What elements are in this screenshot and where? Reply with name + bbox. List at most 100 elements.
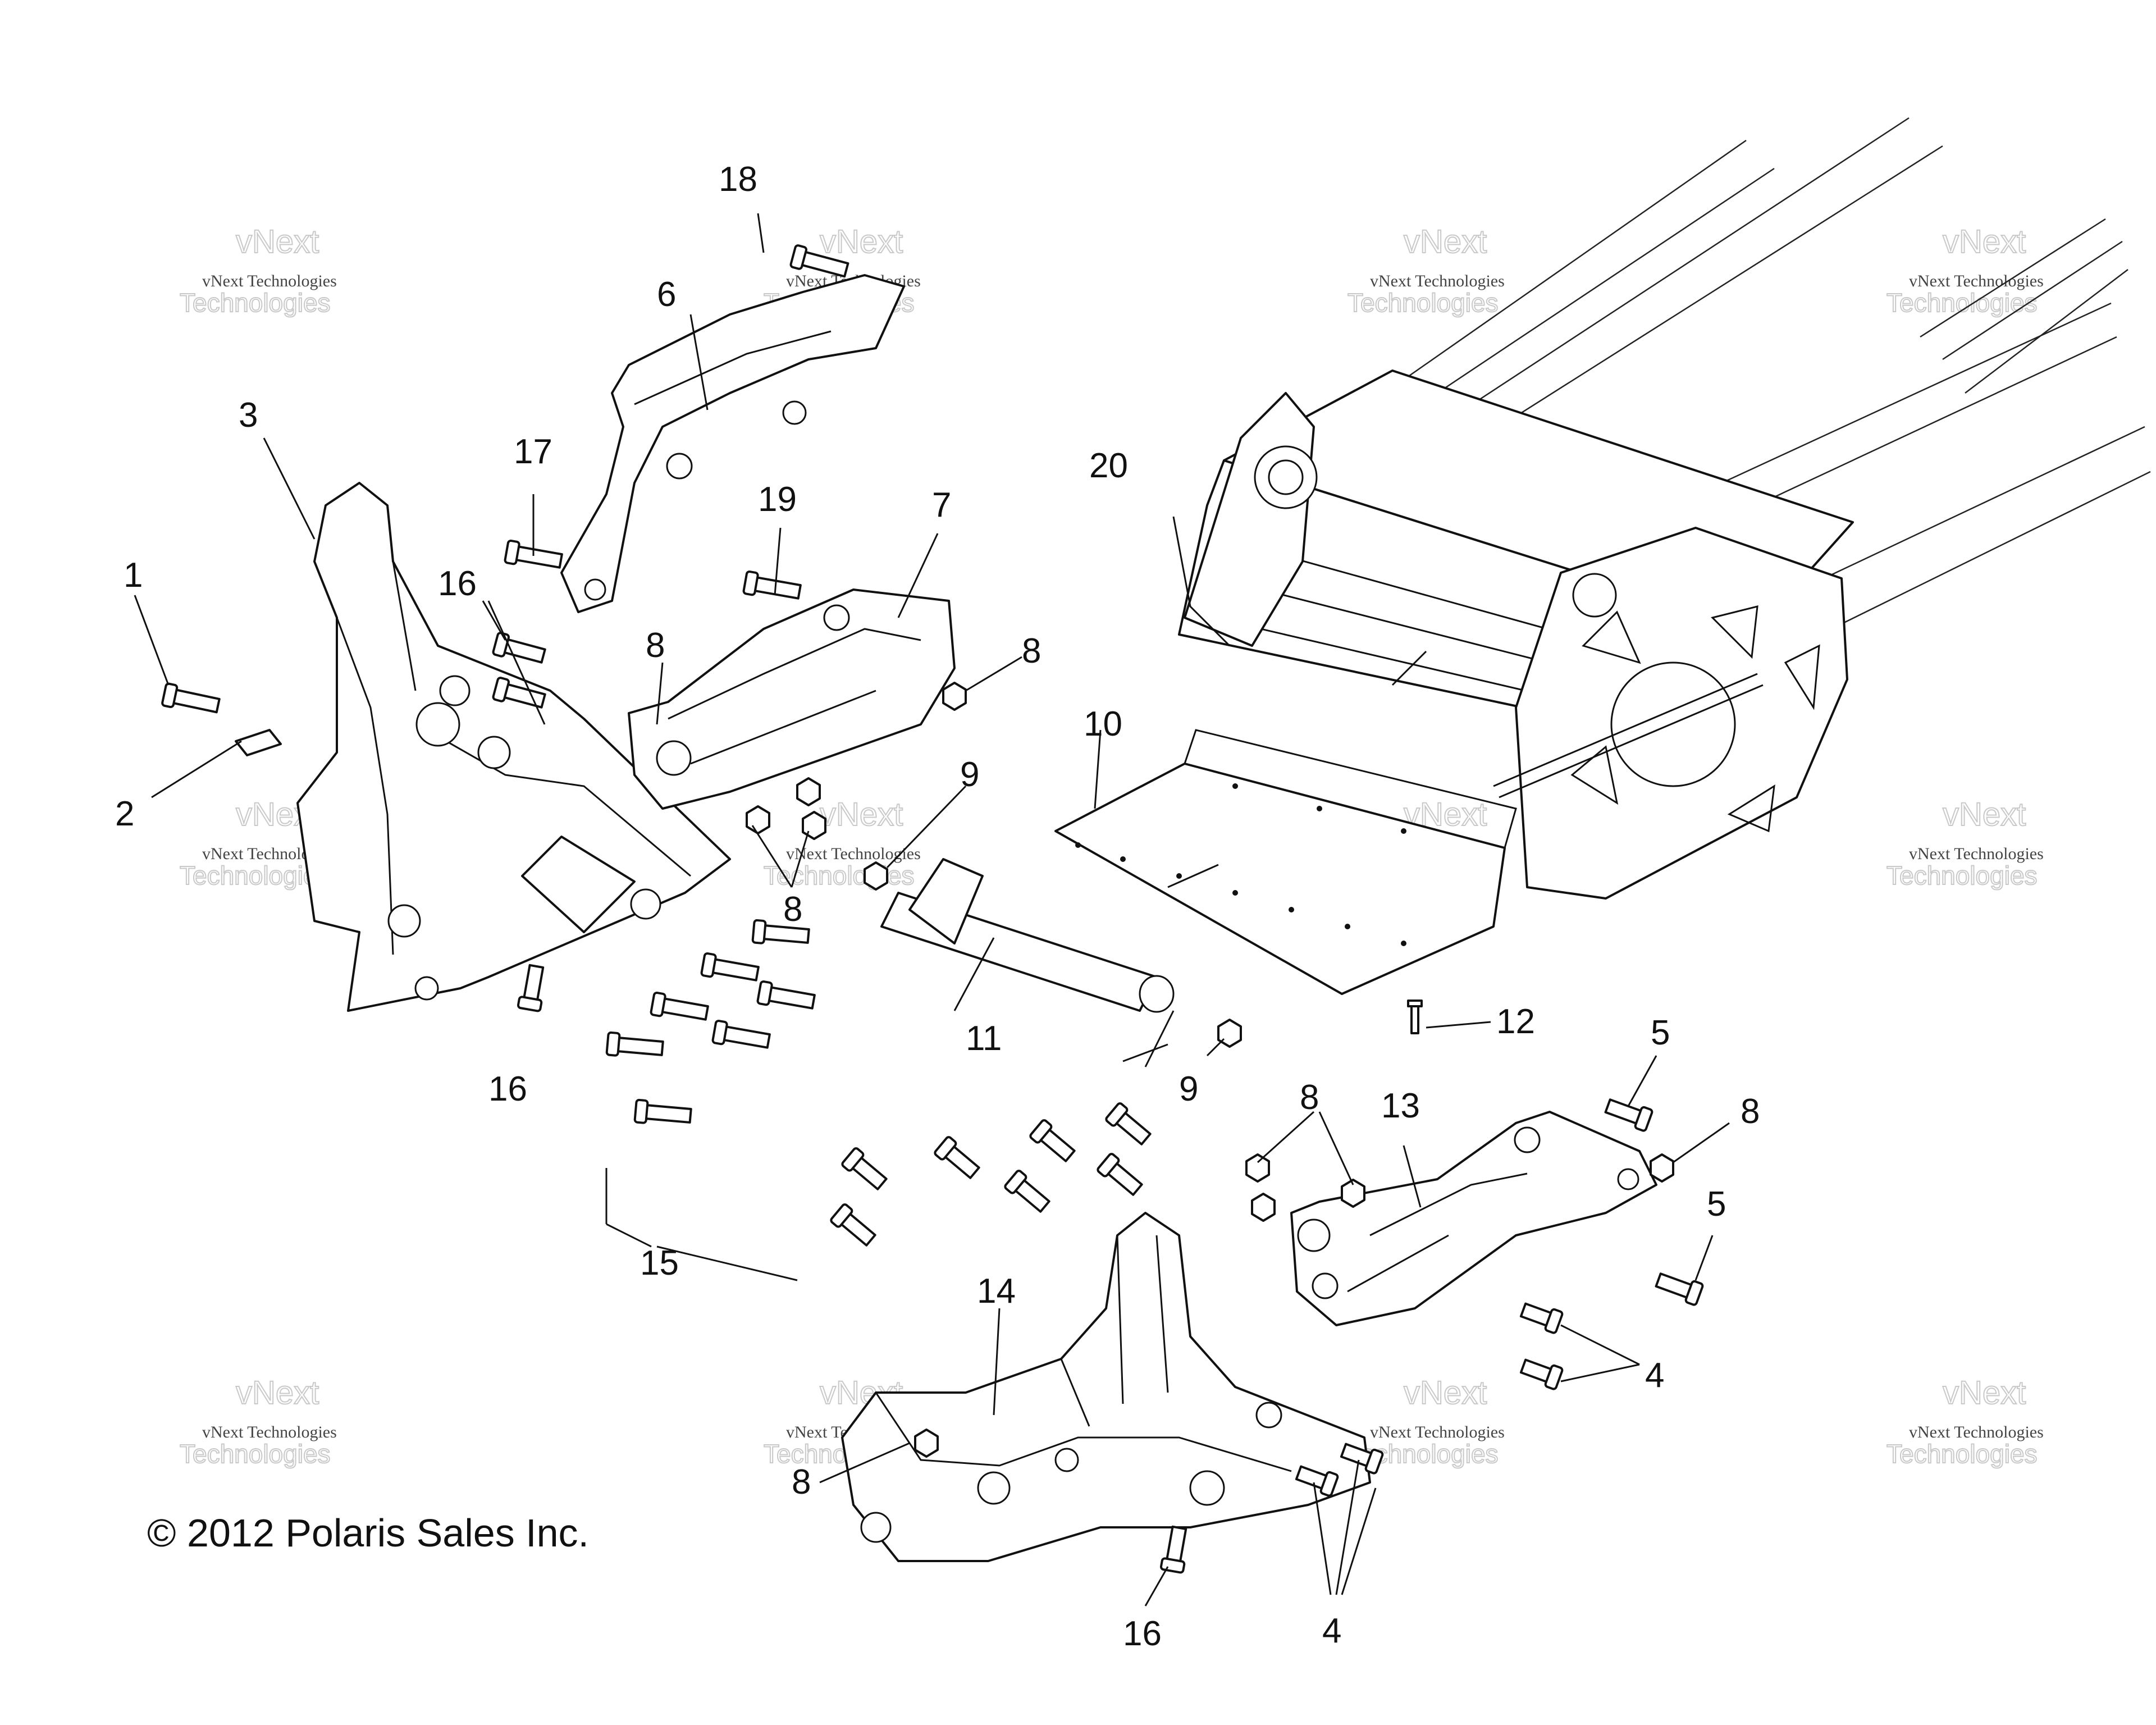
callout-11: 11 [966,1019,1002,1058]
bolt [1604,1098,1653,1132]
svg-text:vNext Technologies: vNext Technologies [1909,272,2044,290]
svg-text:Technologies: Technologies [764,861,915,890]
part-13-bracket [1290,1111,1657,1326]
callout-labels: 1 2 3 6 18 17 16 19 7 8 8 8 9 10 11 9 12… [115,160,1760,1653]
callout-1: 1 [124,556,143,595]
callout-16b: 16 [488,1070,527,1108]
nut [914,1429,939,1458]
callout-8b: 8 [1022,632,1041,670]
part-14-bulkhead [841,1212,1371,1562]
svg-text:vNext Technologies: vNext Technologies [202,272,337,290]
callout-20: 20 [1089,446,1128,485]
callout-5b: 5 [1707,1185,1726,1224]
svg-text:vNext: vNext [1943,223,2026,260]
svg-text:vNext: vNext [1404,223,1487,260]
leader-lines [134,213,1730,1607]
bolt [1519,1358,1564,1390]
callout-8c: 8 [783,890,802,929]
svg-text:Technologies: Technologies [1886,861,2038,890]
bolt [633,1098,692,1124]
bolt [789,244,849,278]
bolt [1340,1443,1384,1475]
callout-3: 3 [239,396,258,435]
svg-text:Technologies: Technologies [180,288,331,317]
callout-14: 14 [977,1272,1016,1311]
callout-17: 17 [514,432,552,471]
bolt [504,539,563,569]
callout-9a: 9 [960,755,979,794]
bolt [751,919,810,944]
bolt [841,1147,888,1190]
svg-text:vNext: vNext [820,796,903,833]
bolt [517,964,545,1012]
part-3-bulkhead [296,482,731,1012]
bolt [1655,1272,1704,1306]
nut [1217,1019,1242,1048]
bolt [1029,1119,1076,1162]
watermark: vNext Technologies vNext Technologies [179,1374,337,1469]
svg-text:vNext Technologies: vNext Technologies [1909,1423,2044,1441]
svg-text:Technologies: Technologies [1886,1439,2038,1468]
bolt [492,632,546,664]
callout-9b: 9 [1179,1070,1198,1108]
bolt [1004,1170,1050,1213]
nut [942,682,967,711]
bolt [1097,1153,1143,1196]
nut [1245,1153,1270,1183]
watermark: vNext Technologies vNext Technologies [179,223,337,318]
bolt [711,1019,771,1049]
callout-16c: 16 [1123,1614,1162,1653]
bolt [161,682,221,714]
callout-16a: 16 [438,564,477,603]
svg-text:vNext: vNext [820,223,903,260]
watermark: vNext Technologies vNext Technologies [1347,223,1505,318]
callout-8d: 8 [1300,1078,1319,1117]
svg-text:vNext Technologies: vNext Technologies [1909,845,2044,863]
bolt [934,1136,980,1179]
svg-text:vNext: vNext [236,1375,319,1411]
svg-text:vNext: vNext [1943,1375,2026,1411]
svg-text:vNext Technologies: vNext Technologies [1370,272,1505,290]
svg-text:vNext Technologies: vNext Technologies [786,845,921,863]
callout-5a: 5 [1651,1014,1670,1052]
bolt [742,570,802,600]
callout-4a: 4 [1645,1356,1664,1395]
callout-8f: 8 [792,1463,811,1502]
nut [864,861,888,891]
nut [1251,1193,1276,1222]
bolt [1295,1465,1339,1497]
svg-text:vNext Technologies: vNext Technologies [1370,1423,1505,1441]
bolt [1105,1102,1152,1146]
bolt [830,1203,876,1247]
part-7-bracket [628,588,956,810]
bolt [700,952,760,982]
nut [796,777,821,806]
callout-19: 19 [758,480,797,519]
nut [1341,1179,1365,1208]
svg-text:vNext: vNext [236,223,319,260]
part-11-shaft [880,858,1175,1013]
bolt [1159,1525,1187,1574]
nut [1650,1153,1674,1183]
bolt [650,991,709,1021]
callout-7: 7 [932,486,951,524]
bolt [756,980,816,1010]
watermark: vNext Technologies vNext Technologies [763,796,921,891]
callout-13: 13 [1381,1087,1420,1125]
callout-6: 6 [657,275,676,314]
svg-text:vNext Technologies: vNext Technologies [202,1423,337,1441]
callout-10: 10 [1084,705,1122,743]
copyright-notice: © 2012 Polaris Sales Inc. [147,1511,589,1555]
callout-8e: 8 [1741,1092,1760,1131]
nut [802,811,826,840]
svg-text:Technologies: Technologies [1347,288,1499,317]
callout-12: 12 [1496,1002,1535,1041]
watermark: vNext Technologies vNext Technologies [1886,223,2044,318]
callout-4b: 4 [1322,1612,1341,1650]
bolt [1519,1302,1564,1334]
bolt [605,1031,664,1057]
fasteners [161,244,1704,1574]
svg-text:vNext: vNext [1943,796,2026,833]
part-2-plate [235,729,282,756]
